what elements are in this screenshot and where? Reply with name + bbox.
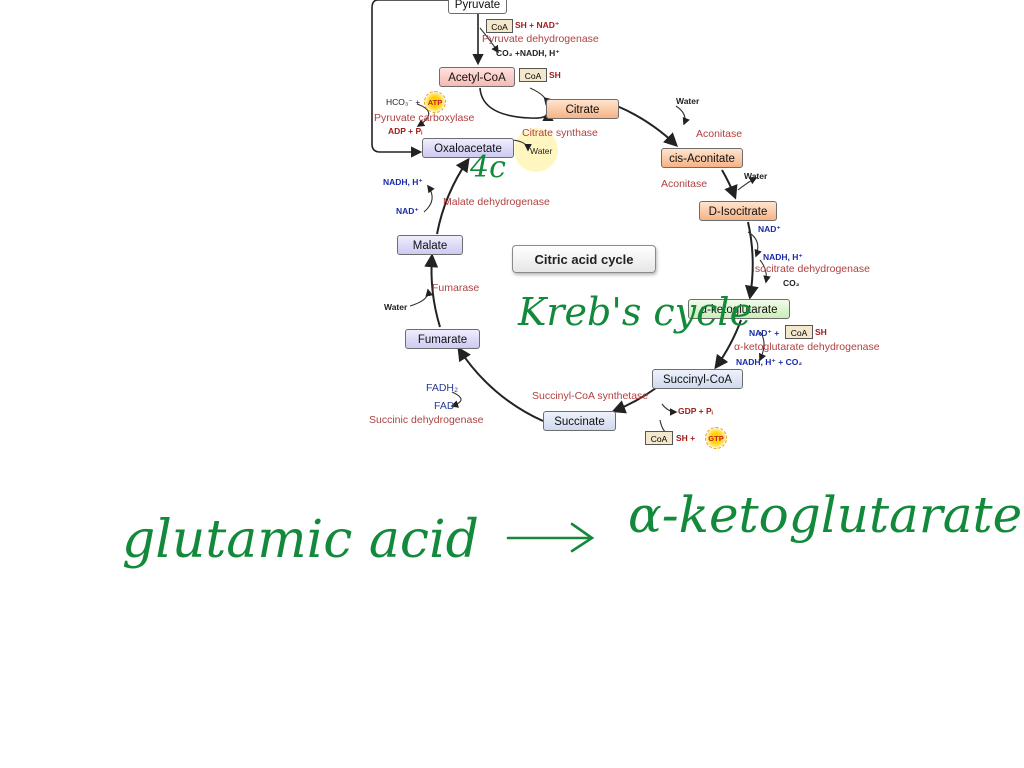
nad-plus-label: NAD⁺ + xyxy=(749,328,780,338)
handwritten-krebs-cycle: Kreb's cycle xyxy=(518,290,753,334)
coa-tag-ketoglutarate: CoA xyxy=(785,325,813,339)
malate-box: Malate xyxy=(397,235,463,255)
fumarase-label: Fumarase xyxy=(432,282,480,294)
pyruvate-box: Pyruvate xyxy=(448,0,507,14)
d-isocitrate-box: D-Isocitrate xyxy=(699,201,777,221)
co2-label-isocitrate: CO₂ xyxy=(783,278,800,288)
nadh-label-isocitrate: NADH, H⁺ xyxy=(763,252,803,262)
handwritten-a-ketoglutarate: α-ketoglutarate xyxy=(628,486,1023,544)
atp-sun-icon: ATP xyxy=(424,91,446,113)
adp-pi-label: ADP + Pᵢ xyxy=(388,126,423,136)
sh-label-ketoglutarate: SH xyxy=(815,327,827,337)
gdp-pi-label: GDP + Pᵢ xyxy=(678,406,713,416)
sh-plus-label: SH + xyxy=(676,433,696,443)
nadh-label-malate: NADH, H⁺ xyxy=(383,177,423,187)
handwritten-arrow xyxy=(506,522,595,553)
water-label-fumarate: Water xyxy=(384,302,408,312)
cofactor-arrows xyxy=(409,27,771,439)
citrate-box: Citrate xyxy=(546,99,619,119)
succinyl-coa-box: Succinyl-CoA xyxy=(652,369,743,389)
a-ketoglutarate-dehydrogenase-label: α-ketoglutarate dehydrogenase xyxy=(734,341,880,353)
water-label-citrate: Water xyxy=(530,146,553,156)
handwritten-4c: 4c xyxy=(470,150,506,185)
water-label-cis: Water xyxy=(744,171,768,181)
coa-tag-acetyl: CoA xyxy=(519,68,547,82)
sh-nad-text: SH + NAD⁺ xyxy=(515,20,560,30)
fadh2-label: FADH₂ xyxy=(426,382,459,394)
aconitase-label-1: Aconitase xyxy=(696,128,743,140)
coa-tag-succinate: CoA xyxy=(645,431,673,445)
succinate-box: Succinate xyxy=(543,411,616,431)
water-label-aconitase: Water xyxy=(676,96,700,106)
cycle-arrows xyxy=(424,105,759,422)
pyruvate-dehydrogenase-label: Pyruvate dehydrogenase xyxy=(482,33,599,45)
highlight-dot xyxy=(514,128,558,172)
sh-nad-label: SH + NAD⁺ xyxy=(515,20,559,31)
malate-dehydrogenase-label: Malate dehydrogenase xyxy=(443,196,550,208)
gtp-sun-icon: GTP xyxy=(705,427,727,449)
nad-label-malate: NAD⁺ xyxy=(396,206,419,216)
a-ketoglutarate-box: α-ketoglutarate xyxy=(688,299,790,319)
sh-label-acetyl: SH xyxy=(549,70,561,80)
nadh-co2-label: NADH, H⁺ + CO₂ xyxy=(736,357,803,367)
cis-aconitate-box: cis-Aconitate xyxy=(661,148,743,168)
pyruvate-carboxylase-label: Pyruvate carboxylase xyxy=(374,112,475,124)
oxaloacetate-box: Oxaloacetate xyxy=(422,138,514,158)
isocitrate-dehydrogenase-label: Isocitrate dehydrogenase xyxy=(752,263,870,275)
citrate-synthase-label: Citrate synthase xyxy=(522,127,598,139)
co2-nadh-label: CO₂ +NADH, H⁺ xyxy=(496,48,560,58)
cycle-title: Citric acid cycle xyxy=(512,245,656,273)
handwritten-glutamic-acid: glutamic acid xyxy=(122,510,479,570)
succinic-dehydrogenase-label: Succinic dehydrogenase xyxy=(369,414,484,426)
coa-tag-top: CoA xyxy=(486,19,513,33)
nad-label-isocitrate: NAD⁺ xyxy=(758,224,781,234)
succinyl-coa-synthetase-label: Succinyl-CoA synthetase xyxy=(532,390,649,402)
acetyl-coa-box: Acetyl-CoA xyxy=(439,67,515,87)
fumarate-box: Fumarate xyxy=(405,329,480,349)
aconitase-label-2: Aconitase xyxy=(661,178,708,190)
fad-label: FAD xyxy=(434,400,455,412)
hco3-label: HCO₃⁻ + xyxy=(386,97,421,107)
